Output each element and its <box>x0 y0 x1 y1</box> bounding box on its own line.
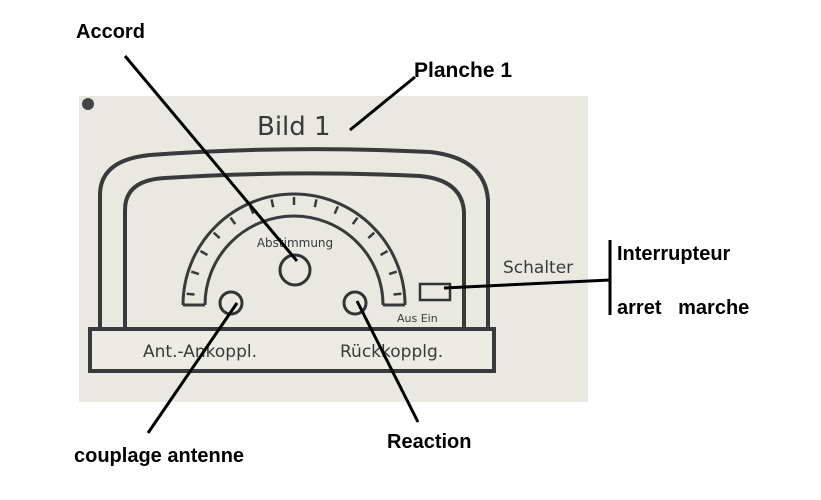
scale-tick <box>270 199 275 208</box>
reaction-leader-line <box>355 300 420 423</box>
scale-tick <box>313 199 318 208</box>
switch-states-annotation: arret marche <box>617 297 749 319</box>
label-strip <box>88 327 496 373</box>
power-switch <box>418 282 452 302</box>
plate-leader-line <box>349 75 416 132</box>
scale-tick <box>367 231 376 240</box>
scale-tick <box>199 249 209 257</box>
panel-photo: Abstimmung Schalter Aus Ein Ant.-Ankoppl… <box>79 96 588 402</box>
scale-tick <box>379 249 389 257</box>
scale-tick <box>351 216 359 225</box>
photo-title: Bild 1 <box>257 112 331 142</box>
scale-tick <box>393 292 402 296</box>
switch-annotation: Interrupteur <box>617 243 731 265</box>
tuning-scale-ticks <box>186 197 402 296</box>
scale-tick <box>388 270 398 276</box>
photo-corner-hole <box>82 98 94 110</box>
plate-annotation: Planche 1 <box>414 59 512 82</box>
scale-tick <box>186 292 195 296</box>
antenna-annotation: couplage antenne <box>74 445 244 467</box>
tuning-leader-line <box>123 55 299 262</box>
switch-label: Schalter <box>503 258 573 278</box>
dial-label: Abstimmung <box>257 236 333 250</box>
cabinet-outline-inner <box>123 171 466 330</box>
tuning-scale-outer <box>181 192 407 306</box>
annotation-lines <box>123 55 612 434</box>
tuning-scale-inner <box>203 214 385 306</box>
scale-tick <box>333 205 340 215</box>
reaction-label: Rückkopplg. <box>340 342 443 362</box>
scale-tick <box>190 270 200 276</box>
tuning-annotation: Accord <box>76 21 145 43</box>
cabinet-outline-outer <box>98 147 490 330</box>
reaction-annotation: Reaction <box>387 431 471 453</box>
antenna-leader-line <box>146 302 239 434</box>
antenna-coupling-label: Ant.-Ankoppl. <box>143 342 257 362</box>
switch-states-label: Aus Ein <box>397 312 438 325</box>
scale-tick <box>229 216 237 225</box>
tuning-knob <box>278 253 312 287</box>
scale-tick <box>212 231 221 240</box>
switch-leader-line <box>443 278 611 290</box>
